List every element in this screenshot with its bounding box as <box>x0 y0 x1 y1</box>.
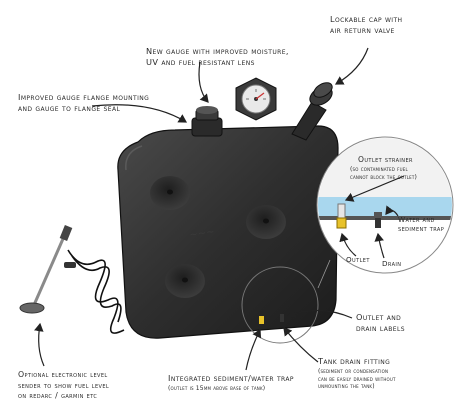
gauge-closeup <box>235 77 277 121</box>
filler-neck <box>291 82 333 141</box>
label-gauge-flange: Improved gauge flange mounting and gauge… <box>18 92 150 113</box>
label-outlet-strainer-note: (so contaminated fuel cannot block the o… <box>350 166 418 181</box>
level-sender <box>19 225 125 334</box>
label-tank-drain-note: (sediment or condensation can be easily … <box>318 368 396 390</box>
label-integrated-trap: Integrated sediment/water trap <box>168 373 294 383</box>
label-outlet-strainer: Outlet strainer <box>358 155 413 164</box>
outlet-fitting-small <box>259 316 264 324</box>
label-drain: Drain <box>382 259 402 268</box>
label-new-gauge: New gauge with improved moisture, UV and… <box>146 46 289 67</box>
label-integrated-trap-note: (outlet is 15mm above base of tank) <box>168 385 266 392</box>
magnifier-circle <box>241 266 319 344</box>
label-lockable-cap: Lockable cap with air return valve <box>330 14 403 35</box>
gauge-flange <box>191 106 223 137</box>
drain-fitting <box>375 218 381 228</box>
label-level-sender: Optional electronic level sender to show… <box>18 370 110 400</box>
label-water-trap: Water and sediment trap <box>398 215 445 233</box>
label-outlet-drain: Outlet and drain labels <box>356 312 405 333</box>
svg-text:~~~: ~~~ <box>189 227 215 241</box>
label-tank-drain-fitting: Tank drain fitting <box>318 356 391 366</box>
outlet-fitting <box>336 217 347 229</box>
label-outlet: Outlet <box>346 255 370 264</box>
water-layer <box>318 197 452 219</box>
drain-fitting-small <box>280 314 284 322</box>
callout-arrows <box>34 47 405 371</box>
jerry-tank: ~~~ <box>117 125 339 339</box>
strainer-fitting <box>337 203 346 219</box>
